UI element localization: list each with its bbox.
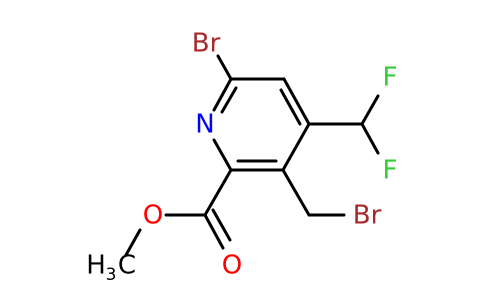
- bond-c5-c4-inner: [279, 88, 302, 126]
- bond-n-c6-inner: [220, 86, 238, 114]
- atom-br-methyl: Br: [353, 201, 382, 231]
- atom-o-carbonyl: O: [222, 251, 242, 281]
- bond-c5-c4: [282, 77, 311, 126]
- atom-f-top: F: [383, 63, 398, 93]
- bond-chf2-f-bottom: [360, 122, 380, 155]
- atom-br-ring: Br: [192, 29, 221, 59]
- atom-o-ether: O: [143, 201, 163, 231]
- bond-n-c6: [212, 77, 233, 112]
- bond-c3-ch2: [281, 168, 311, 217]
- atom-n-ring: N: [195, 110, 214, 140]
- bond-c4-c3: [281, 122, 311, 172]
- atom-f-bottom: F: [383, 156, 398, 186]
- atom-methyl-h: H: [86, 251, 106, 281]
- bond-chf2-f-top: [360, 94, 380, 126]
- bond-c2-ester-c: [203, 168, 233, 217]
- bond-c6-br: [216, 54, 233, 81]
- bond-ester-c-o-carbonyl: [203, 213, 225, 250]
- atom-methyl-subscript: 3: [106, 265, 117, 285]
- bond-ester-c-o-carbonyl-2: [211, 208, 232, 242]
- bond-c2-n: [212, 138, 233, 172]
- atom-methyl-c: C: [118, 251, 136, 281]
- bond-o-ether-methyl: [124, 228, 142, 257]
